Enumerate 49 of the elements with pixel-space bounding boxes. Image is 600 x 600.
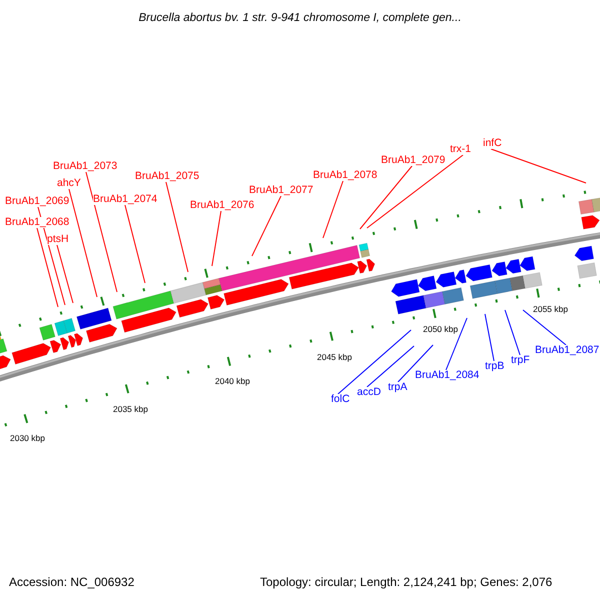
leader-line bbox=[322, 180, 344, 238]
gene-label: trpF bbox=[511, 355, 530, 366]
scale-label: 2045 kbp bbox=[317, 352, 352, 362]
gene-label: BruAb1_2076 bbox=[190, 200, 254, 211]
gene-label: BruAb1_2078 bbox=[313, 170, 378, 181]
leader-line bbox=[86, 172, 118, 292]
scale-label: 2055 kbp bbox=[533, 304, 568, 314]
scale-label: 2035 kbp bbox=[113, 404, 148, 414]
leader-line bbox=[36, 228, 58, 308]
leader-line bbox=[366, 346, 414, 388]
gene-label: infC bbox=[483, 138, 502, 149]
gene-label: BruAb1_2077 bbox=[249, 185, 314, 196]
leader-line bbox=[166, 182, 188, 272]
gene-label: BruAb1_2084 bbox=[415, 370, 480, 381]
leader-line bbox=[504, 310, 520, 356]
gene-label: ahcY bbox=[57, 178, 81, 189]
leader-line bbox=[360, 166, 412, 230]
leader-line bbox=[398, 344, 434, 382]
gene-label: folC bbox=[331, 394, 350, 405]
gene-label: trpB bbox=[485, 361, 504, 372]
gene-label: BruAb1_2074 bbox=[93, 194, 158, 205]
footer-text: Accession: NC_006932 bbox=[9, 575, 134, 589]
footer-text: Topology: circular; Length: 2,124,241 bp; Genes: 2,076 bbox=[260, 575, 552, 589]
gene-label: BruAb1_2087 bbox=[535, 345, 600, 356]
scale-label: 2050 kbp bbox=[423, 324, 458, 334]
gene-label: accD bbox=[357, 387, 381, 398]
gene-label: trx-1 bbox=[450, 144, 471, 155]
gene-label: BruAb1_2073 bbox=[53, 161, 118, 172]
leader-line bbox=[366, 154, 464, 228]
leader-line bbox=[484, 314, 494, 362]
gene-label: ptsH bbox=[47, 234, 69, 245]
leader-line bbox=[446, 318, 468, 370]
gene-label: BruAb1_2079 bbox=[381, 155, 446, 166]
leader-line bbox=[522, 310, 566, 346]
leader-line bbox=[252, 196, 282, 256]
leader-line bbox=[338, 330, 412, 394]
gene-label: BruAb1_2075 bbox=[135, 171, 200, 182]
leader-line bbox=[38, 206, 66, 306]
leader-line bbox=[124, 204, 146, 284]
scale-label: 2040 kbp bbox=[215, 376, 250, 386]
leader-line bbox=[490, 148, 586, 184]
gene-label: BruAb1_2068 bbox=[5, 217, 70, 228]
scale-label: 2030 kbp bbox=[10, 433, 45, 443]
map-title: Brucella abortus bv. 1 str. 9-941 chromosome I, complete gen... bbox=[138, 12, 462, 24]
gene-label: BruAb1_2069 bbox=[5, 196, 70, 207]
gene-label: trpA bbox=[388, 382, 408, 393]
leader-line bbox=[68, 188, 98, 298]
leader-line bbox=[212, 210, 222, 266]
leader-line bbox=[56, 244, 74, 304]
